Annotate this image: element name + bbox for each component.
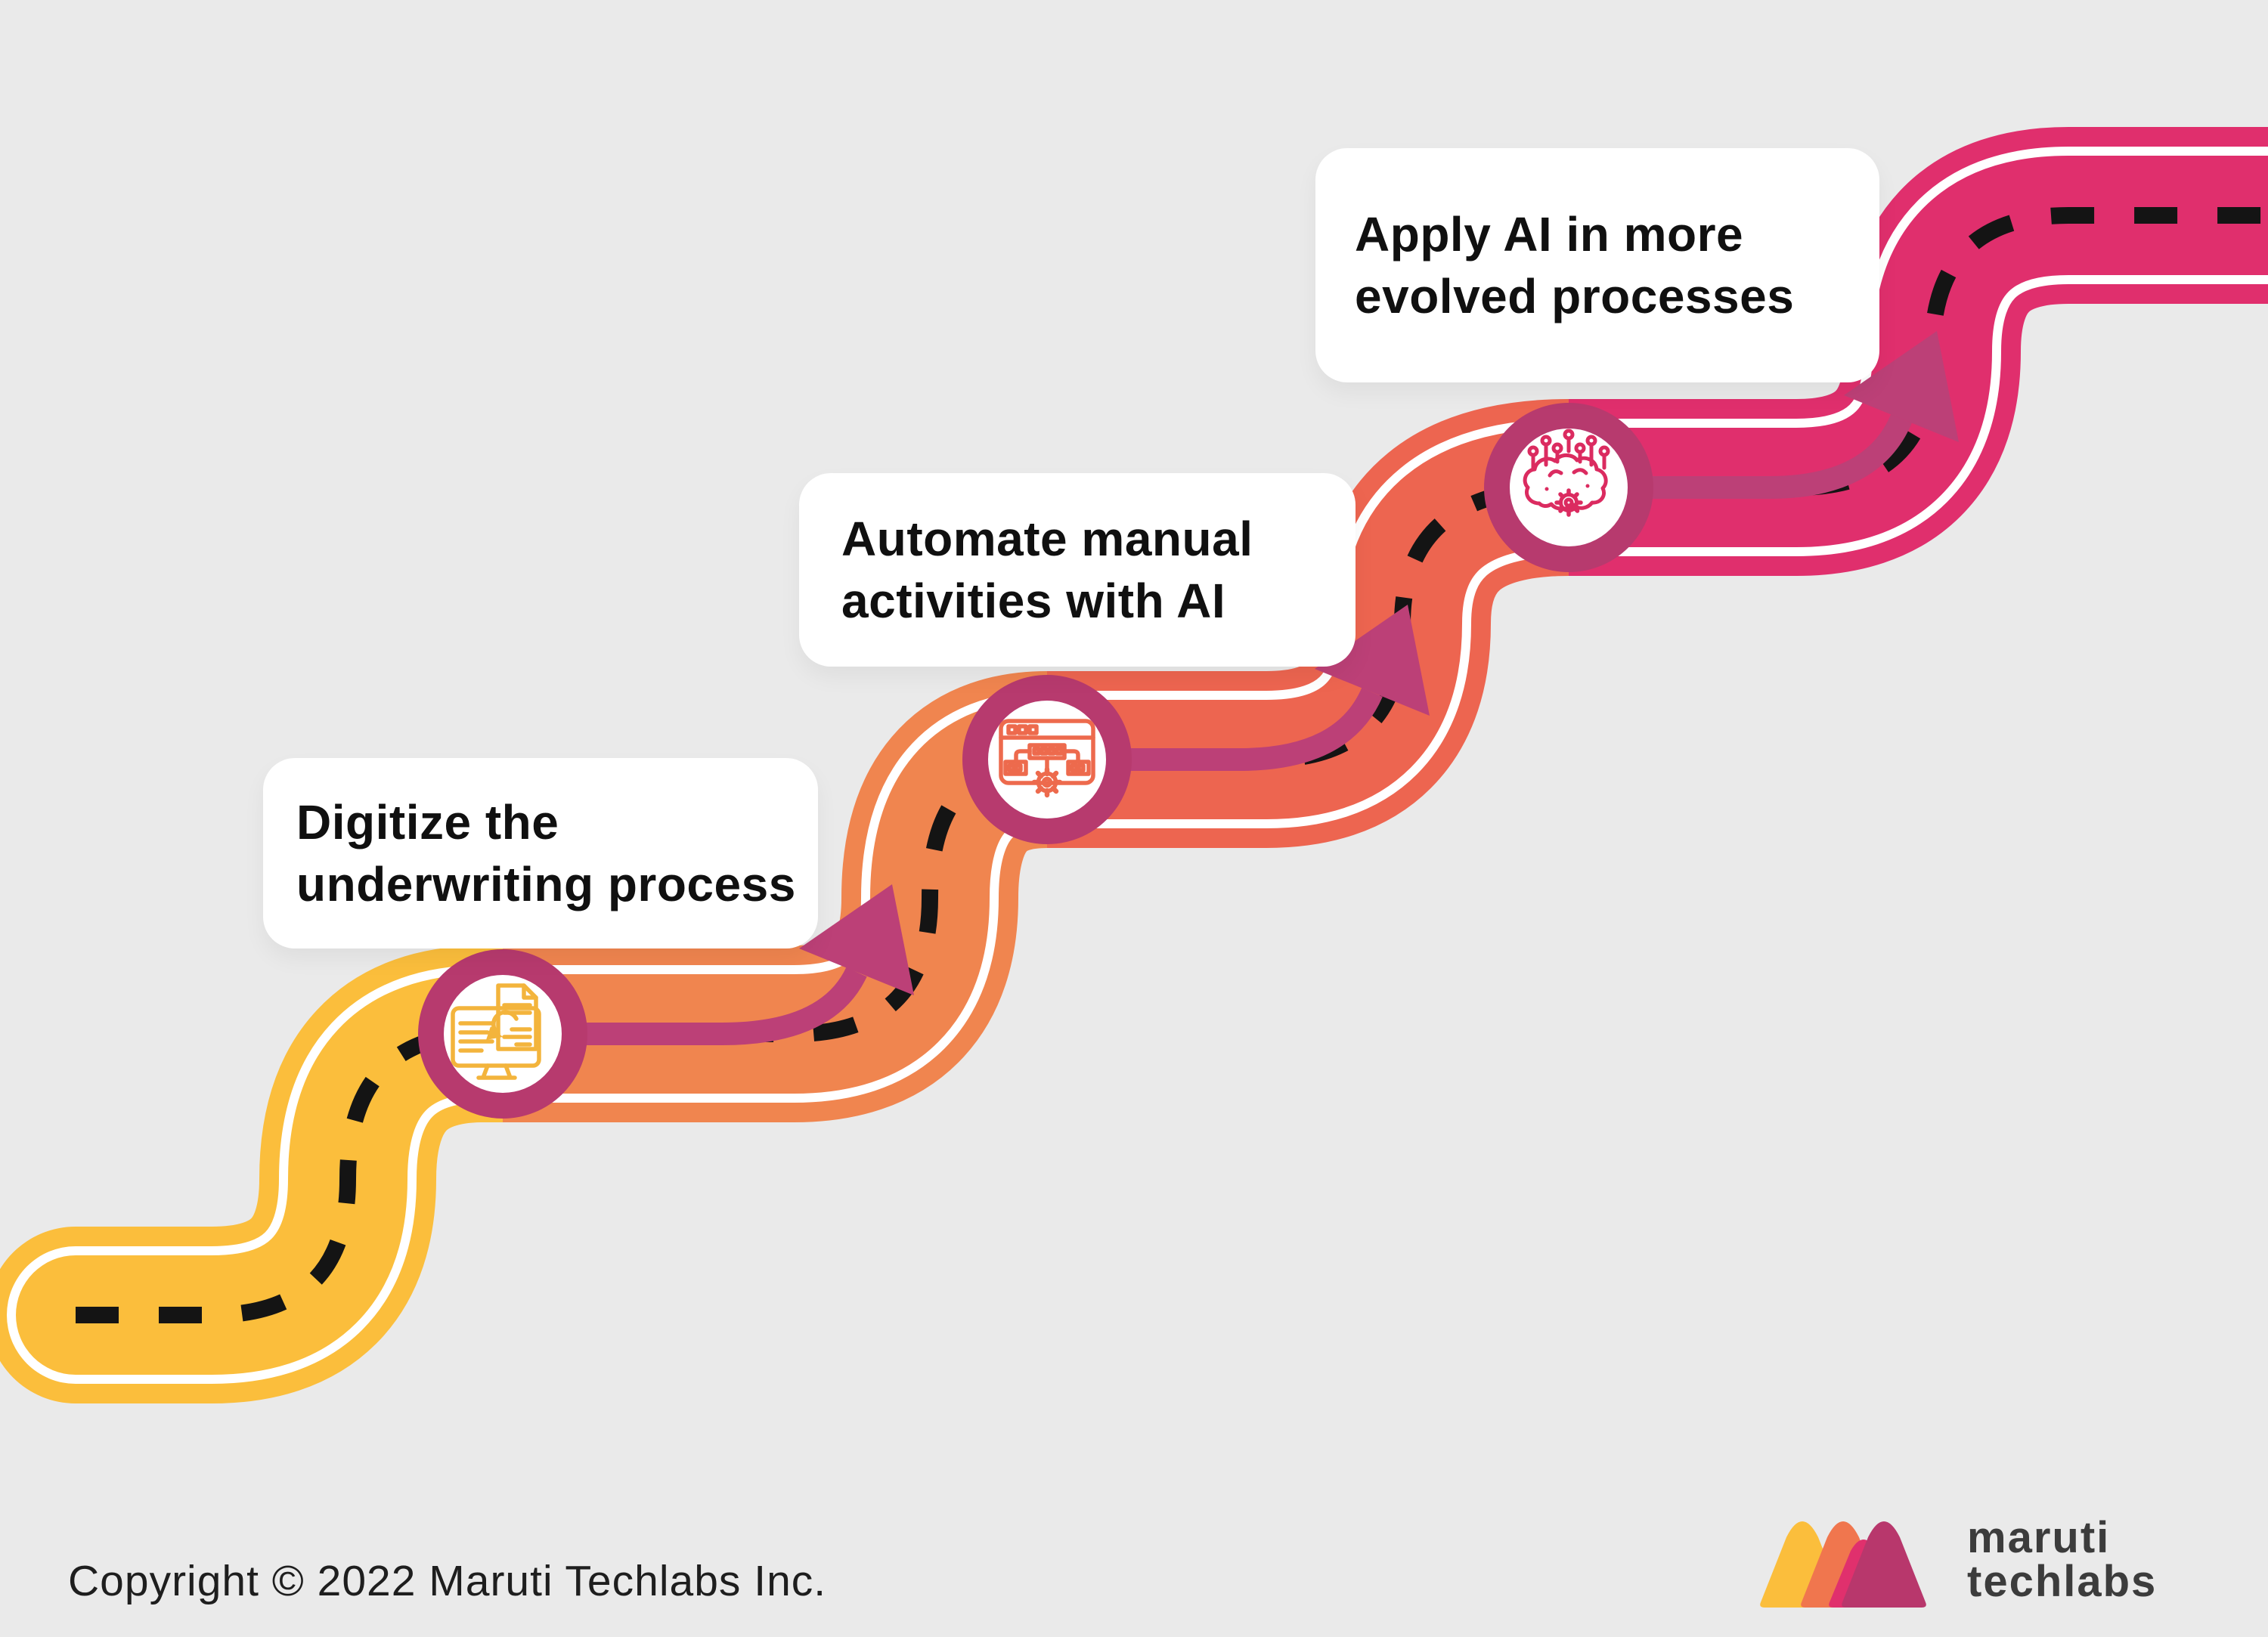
step-arrow-1-head: [799, 884, 914, 995]
step-card-2-line-1: Automate manual: [841, 512, 1253, 566]
copyright-text: Copyright © 2022 Maruti Techlabs Inc.: [68, 1557, 827, 1605]
digitize-monitor-document-icon: [451, 983, 541, 1080]
step-arrow-1-tail: [503, 967, 867, 1045]
step-arrow-2-tail: [1047, 687, 1383, 771]
step-arrow-3: [1569, 331, 1959, 499]
digitize-arrowhead: [486, 1026, 503, 1040]
step-card-1-line-1: Digitize the: [296, 795, 559, 849]
logo-wordmark-line-1: maruti: [1967, 1513, 2111, 1562]
step-card-1-line-2: underwriting process: [296, 857, 796, 911]
step-arrow-3-head: [1844, 331, 1959, 442]
step-arrow-3-tail: [1569, 413, 1912, 499]
step-node-1: [418, 949, 587, 1119]
logo-mark-triangles-icon: [1760, 1521, 1926, 1608]
automation-window-gear-icon: [999, 719, 1095, 798]
brain-dot-left: [1545, 487, 1549, 491]
logo-wordmark: maruti techlabs: [1967, 1516, 2157, 1604]
brain-dot-right: [1585, 484, 1590, 488]
ai-gear-teeth: [1554, 488, 1583, 517]
step-arrow-2: [1047, 605, 1430, 771]
logo-wordmark-line-2: techlabs: [1967, 1557, 2158, 1606]
step-card-1: Digitize the underwriting process: [263, 758, 818, 948]
step-arrow-1: [503, 884, 914, 1045]
ai-brain-circuit-gear-icon: [1523, 429, 1610, 517]
step-arrow-2-head: [1315, 605, 1430, 716]
step-card-3: Apply AI in more evolved processes: [1315, 148, 1879, 382]
step-card-3-line-2: evolved processes: [1355, 269, 1795, 323]
step-card-2-line-2: activities with AI: [841, 574, 1226, 628]
step-card-3-line-1: Apply AI in more: [1355, 207, 1744, 261]
logo-triangle-magenta: [1842, 1521, 1926, 1608]
maruti-techlabs-logo: maruti techlabs: [1755, 1512, 2239, 1614]
step-card-2: Automate manual activities with AI: [799, 473, 1356, 667]
step-node-3: [1484, 403, 1653, 572]
